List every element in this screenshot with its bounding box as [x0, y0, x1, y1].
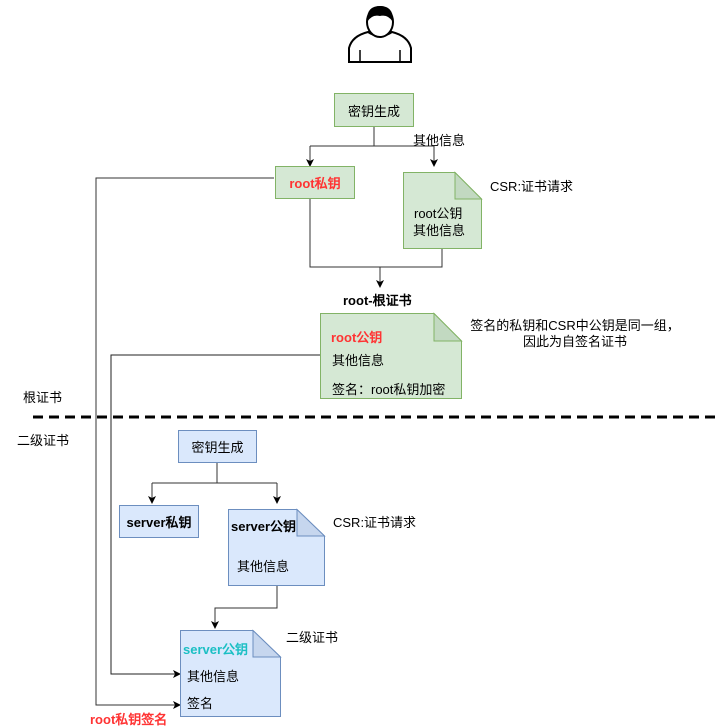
- server-cert-fold: [252, 629, 282, 658]
- server-csr-caption: CSR:证书请求: [333, 515, 417, 530]
- server-cert-other-info: 其他信息: [187, 669, 240, 684]
- server-cert-public-key: server公钥: [183, 642, 249, 657]
- server-keygen-connector: [148, 463, 281, 504]
- root-cert-fold: [433, 312, 463, 342]
- root-private-key-sign-connector: [95, 177, 274, 709]
- other-info-edge-label: 其他信息: [413, 133, 466, 148]
- root-cert-issuer-connector: [110, 354, 320, 678]
- root-cert-other-info: 其他信息: [332, 353, 385, 368]
- root-csr-public-key: root公钥: [414, 206, 463, 221]
- root-csr-caption: CSR:证书请求: [490, 179, 574, 194]
- server-csr-fold: [296, 508, 326, 537]
- self-sign-note-line-2: 因此为自签名证书: [522, 334, 627, 349]
- server-keygen-label: 密钥生成: [191, 440, 244, 455]
- root-cert-title: root-根证书: [343, 293, 412, 308]
- server-private-key-label: server私钥: [126, 515, 192, 530]
- root-keygen-connector: [306, 126, 438, 167]
- root-csr-fold: [454, 171, 483, 200]
- root-private-key-box: root私钥: [275, 166, 355, 199]
- root-private-key-label: root私钥: [289, 176, 341, 191]
- root-keygen-box: 密钥生成: [334, 93, 414, 127]
- root-cert-public-key: root公钥: [331, 330, 383, 345]
- server-csr-public-key: server公钥: [231, 519, 297, 534]
- server-private-key-box: server私钥: [119, 505, 199, 538]
- root-sign-label: root私钥签名: [90, 712, 168, 727]
- server-cert-signature: 签名: [187, 696, 214, 711]
- person-icon: [348, 6, 412, 63]
- root-cert-signature: 签名：root私钥加密: [332, 382, 446, 397]
- root-csr-other-info: 其他信息: [413, 223, 466, 238]
- secondary-cert-section-label: 二级证书: [17, 433, 70, 448]
- root-cert-document-shape: [320, 313, 462, 399]
- root-cert-section-label: 根证书: [23, 390, 63, 405]
- root-keygen-label: 密钥生成: [347, 103, 400, 119]
- self-sign-note-line-1: 签名的私钥和CSR中公钥是同一组，: [470, 318, 680, 333]
- server-cert-caption: 二级证书: [286, 630, 339, 645]
- server-keygen-box: 密钥生成: [178, 430, 257, 463]
- root-cert-merge-connector: [309, 199, 443, 288]
- server-csr-to-cert-connector: [211, 585, 278, 629]
- server-csr-other-info: 其他信息: [237, 559, 290, 574]
- self-sign-note: 签名的私钥和CSR中公钥是同一组， 因此为自签名证书: [465, 318, 685, 350]
